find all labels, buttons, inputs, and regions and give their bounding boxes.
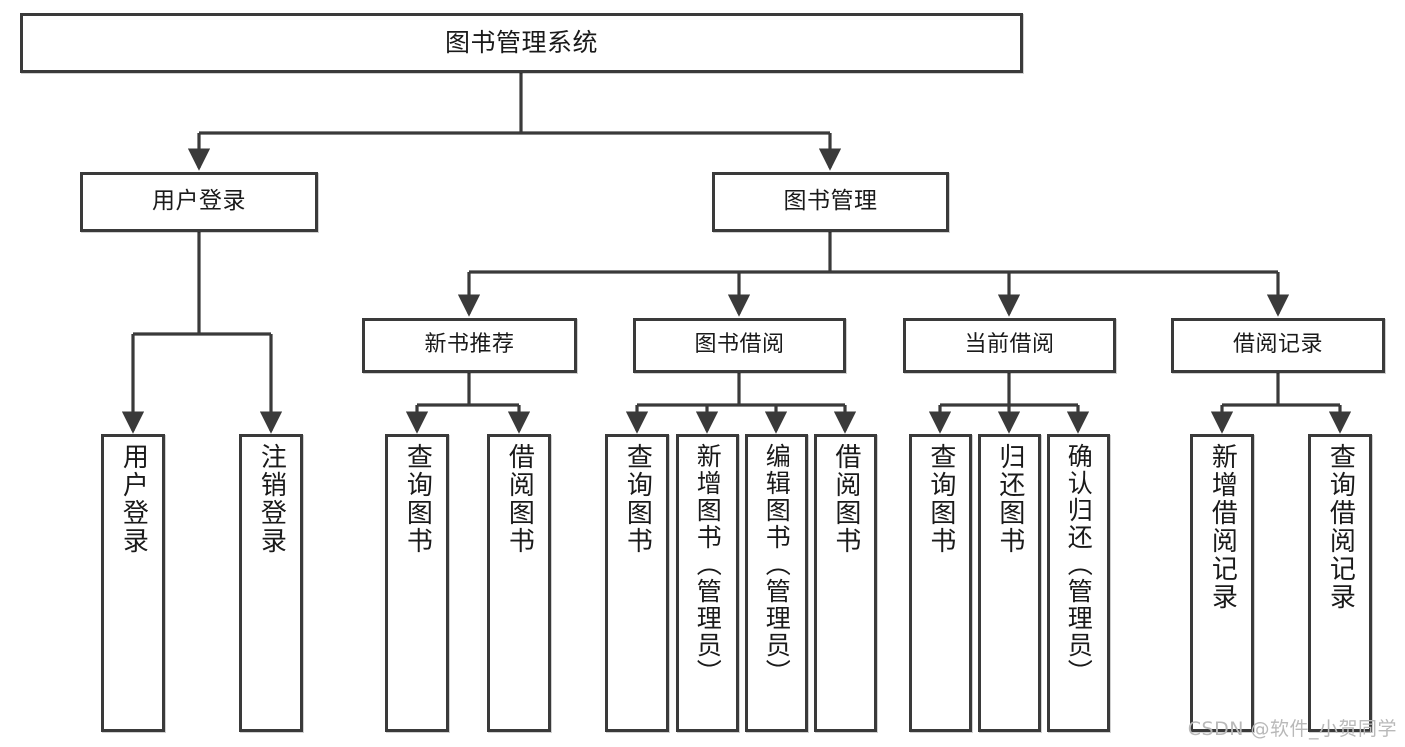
- node-label: 归还图书: [994, 443, 1025, 555]
- node-label: 确认归还（管理员）: [1064, 443, 1094, 686]
- node-leaf-user-login[interactable]: 用户登录: [101, 434, 165, 732]
- node-leaf-query-book-borrow[interactable]: 查询图书: [605, 434, 669, 732]
- node-leaf-add-book-admin[interactable]: 新增图书（管理员）: [676, 434, 739, 732]
- node-label: 当前借阅: [964, 332, 1055, 358]
- node-label: 借阅图书: [504, 443, 535, 555]
- node-label: 用户登录: [152, 188, 246, 215]
- csdn-watermark: CSDN @软件_小贺同学: [1187, 718, 1397, 740]
- node-branch-user-login[interactable]: 用户登录: [80, 172, 318, 232]
- node-label: 编辑图书（管理员）: [762, 443, 792, 686]
- node-leaf-confirm-return-admin[interactable]: 确认归还（管理员）: [1047, 434, 1110, 732]
- node-label: 图书管理系统: [444, 28, 598, 57]
- node-label: 新增借阅记录: [1207, 443, 1238, 611]
- node-subgroup-new-book-recommend[interactable]: 新书推荐: [362, 318, 577, 373]
- node-label: 新增图书（管理员）: [693, 443, 723, 686]
- node-leaf-logout[interactable]: 注销登录: [239, 434, 303, 732]
- node-leaf-return-book[interactable]: 归还图书: [978, 434, 1041, 732]
- node-label: 注销登录: [256, 443, 287, 555]
- node-leaf-edit-book-admin[interactable]: 编辑图书（管理员）: [745, 434, 808, 732]
- node-label: 查询图书: [925, 443, 956, 555]
- node-leaf-query-book-newbook[interactable]: 查询图书: [385, 434, 449, 732]
- node-label: 查询借阅记录: [1325, 443, 1356, 611]
- node-leaf-query-borrow-record[interactable]: 查询借阅记录: [1308, 434, 1372, 732]
- node-label: 借阅图书: [830, 443, 861, 555]
- node-leaf-borrow-book[interactable]: 借阅图书: [814, 434, 877, 732]
- node-subgroup-current-borrow[interactable]: 当前借阅: [903, 318, 1116, 373]
- node-label: 图书借阅: [694, 332, 785, 358]
- node-leaf-add-borrow-record[interactable]: 新增借阅记录: [1190, 434, 1254, 732]
- node-label: 借阅记录: [1232, 332, 1323, 358]
- node-label: 图书管理: [783, 188, 878, 215]
- node-label: 用户登录: [118, 443, 149, 555]
- node-leaf-query-book-current[interactable]: 查询图书: [909, 434, 972, 732]
- node-subgroup-book-borrow[interactable]: 图书借阅: [633, 318, 846, 373]
- node-label: 查询图书: [622, 443, 653, 555]
- node-subgroup-borrow-record[interactable]: 借阅记录: [1171, 318, 1385, 373]
- node-label: 查询图书: [402, 443, 433, 555]
- node-branch-book-management[interactable]: 图书管理: [712, 172, 949, 232]
- node-label: 新书推荐: [424, 332, 515, 358]
- node-leaf-borrow-book-newbook[interactable]: 借阅图书: [487, 434, 551, 732]
- node-root-system[interactable]: 图书管理系统: [20, 13, 1023, 73]
